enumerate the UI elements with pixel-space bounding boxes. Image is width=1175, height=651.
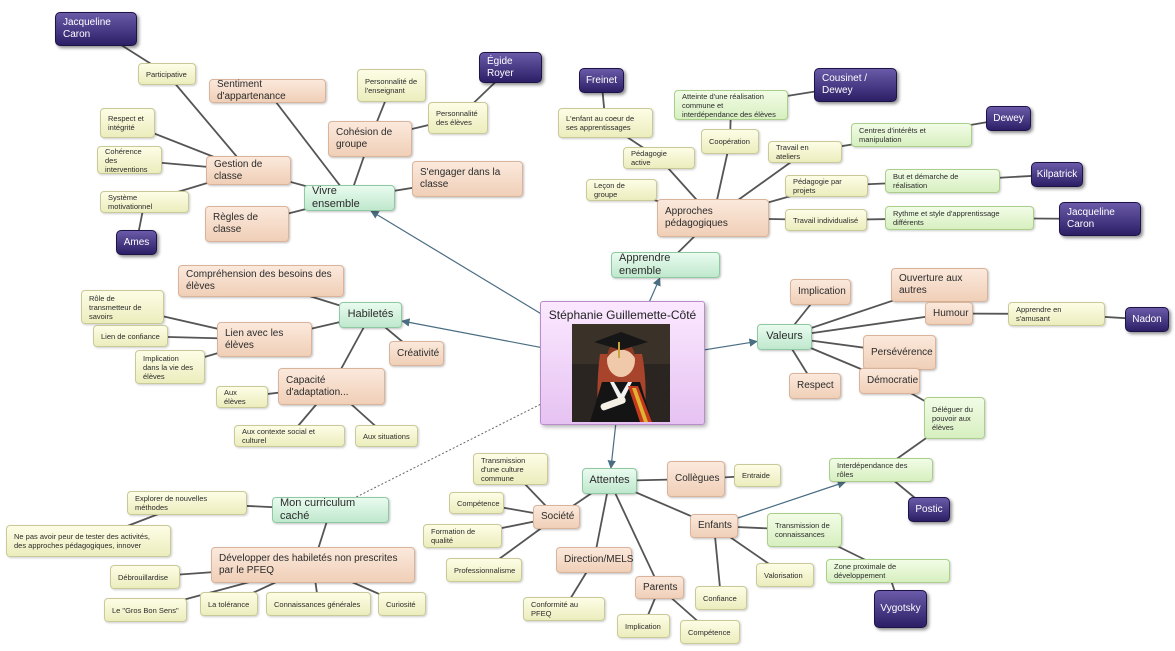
topic-enfants[interactable]: Enfants [690,514,738,538]
leaf-interdependance-roles[interactable]: Interdépendance des rôles [829,458,933,482]
leaf-competence-parents[interactable]: Compétence [680,620,740,644]
topic-engager-classe[interactable]: S'engager dans la classe [412,161,523,197]
topic-lien-eleves[interactable]: Lien avec les élèves [217,322,312,357]
author-nadon[interactable]: Nadon [1125,307,1169,332]
leaf-rythme-style[interactable]: Rythme et style d'apprentissage différen… [885,206,1034,230]
leaf-participative[interactable]: Participative [138,63,196,85]
leaf-travail-individualise[interactable]: Travail individualisé [785,209,867,231]
author-egide-royer[interactable]: Égide Royer [479,52,542,83]
leaf-curiosite[interactable]: Curiosité [378,592,426,616]
central-topic-title: Stéphanie Guillemette-Côté [548,308,697,322]
topic-respect[interactable]: Respect [789,373,841,399]
topic-cohesion-groupe[interactable]: Cohésion de groupe [328,121,412,157]
leaf-conformite-pfeq[interactable]: Conformité au PFEQ [523,597,605,621]
leaf-competence[interactable]: Compétence [449,492,504,514]
leaf-enfant-coeur-apprentissages[interactable]: L'enfant au coeur de ses apprentissages [558,108,653,138]
leaf-lecon-groupe[interactable]: Leçon de groupe [586,179,657,201]
leaf-role-transmetteur[interactable]: Rôle de transmetteur de savoirs [81,290,164,324]
leaf-aux-situations[interactable]: Aux situations [355,425,418,447]
topic-regles-classe[interactable]: Règles de classe [205,206,289,242]
leaf-respect-integrite[interactable]: Respect et intégrité [100,108,155,138]
leaf-centres-interets[interactable]: Centres d'intérêts et manipulation [851,123,972,147]
leaf-debrouillardise[interactable]: Débrouillardise [110,565,180,589]
topic-capacite-adaptation[interactable]: Capacité d'adaptation... [278,368,385,405]
topic-approches-pedagogiques[interactable]: Approches pédagogiques [657,199,769,237]
leaf-explorer-methodes[interactable]: Explorer de nouvelles méthodes [127,491,247,515]
topic-collegues[interactable]: Collègues [667,461,725,497]
topic-gestion-classe[interactable]: Gestion de classe [206,156,291,185]
leaf-cooperation[interactable]: Coopération [701,129,759,154]
leaf-zone-proximale[interactable]: Zone proximale de développement [826,559,950,583]
leaf-pedagogie-projets[interactable]: Pédagogie par projets [785,175,868,197]
topic-creativite[interactable]: Créativité [389,341,444,366]
leaf-personnalite-eleves[interactable]: Personnalité des élèves [428,102,488,134]
topic-perseverence[interactable]: Persévérence [863,335,936,370]
topic-comprehension-besoins[interactable]: Compréhension des besoins des élèves [178,265,344,297]
topic-parents[interactable]: Parents [635,576,684,599]
topic-developper-habiletes[interactable]: Développer des habiletés non prescrites … [211,547,415,583]
leaf-aux-contexte-social[interactable]: Aux contexte social et culturel [234,425,345,447]
leaf-apprendre-amusant[interactable]: Apprendre en s'amusant [1008,302,1105,326]
branch-curriculum-cache[interactable]: Mon curriculum caché [272,497,389,523]
central-topic[interactable]: Stéphanie Guillemette-Côté [540,301,705,425]
branch-habiletes[interactable]: Habiletés [339,302,402,328]
portrait-photo [572,324,670,422]
author-cousinet-dewey[interactable]: Cousinet / Dewey [814,68,897,102]
topic-direction-mels[interactable]: Direction/MELS [556,547,633,573]
branch-attentes[interactable]: Attentes [582,468,637,494]
branch-apprendre-ensemble[interactable]: Apprendre enemble [611,252,720,278]
leaf-ne-pas-avoir-peur[interactable]: Ne pas avoir peur de tester des activité… [6,525,171,557]
author-freinet[interactable]: Freinet [579,68,624,93]
leaf-implication-vie-eleves[interactable]: Implication dans la vie des élèves [135,350,205,384]
topic-implication[interactable]: Implication [790,279,851,305]
author-ames[interactable]: Ames [116,230,157,255]
author-vygotsky[interactable]: Vygotsky [874,590,927,628]
leaf-travail-ateliers[interactable]: Travail en ateliers [768,141,842,163]
topic-societe[interactable]: Société [533,505,580,529]
leaf-atteinte-realisation[interactable]: Atteinte d'une réalisation commune et in… [674,90,788,120]
leaf-formation-qualite[interactable]: Formation de qualité [423,524,502,548]
leaf-personnalite-enseignant[interactable]: Personnalité de l'enseignant [357,69,426,102]
leaf-lien-confiance[interactable]: Lien de confiance [93,325,168,347]
author-dewey[interactable]: Dewey [986,106,1031,131]
author-postic[interactable]: Postic [908,497,950,522]
leaf-aux-eleves[interactable]: Aux élèves [216,386,268,408]
leaf-but-demarche[interactable]: But et démarche de réalisation [885,169,1000,193]
author-jacqueline-caron-2[interactable]: Jacqueline Caron [1059,202,1141,236]
topic-democratie[interactable]: Démocratie [859,368,920,394]
leaf-valorisation[interactable]: Valorisation [756,563,814,587]
topic-sentiment-appartenance[interactable]: Sentiment d'appartenance [209,79,326,103]
leaf-systeme-motivationnel[interactable]: Système motivationnel [100,191,189,213]
leaf-tolerance[interactable]: La tolérance [200,592,258,616]
topic-ouverture-autres[interactable]: Ouverture aux autres [891,268,988,302]
leaf-entraide[interactable]: Entraide [734,464,781,487]
leaf-coherence-interventions[interactable]: Cohérence des interventions [97,146,162,174]
leaf-implication-parents[interactable]: Implication [617,614,670,638]
leaf-professionnalisme[interactable]: Professionnalisme [446,558,522,582]
branch-vivre-ensemble[interactable]: Vivre ensemble [304,185,395,211]
topic-humour[interactable]: Humour [925,302,973,325]
leaf-deleguer-pouvoir[interactable]: Déléguer du pouvoir aux élèves [924,397,985,439]
leaf-connaissances-generales[interactable]: Connaissances générales [266,592,371,616]
leaf-pedagogie-active[interactable]: Pédagogie active [623,147,695,169]
leaf-transmission-culture[interactable]: Transmission d'une culture commune [473,453,548,485]
author-jacqueline-caron[interactable]: Jacqueline Caron [55,12,137,46]
branch-valeurs[interactable]: Valeurs [757,324,812,350]
leaf-gros-bon-sens[interactable]: Le "Gros Bon Sens" [104,598,187,622]
leaf-transmission-connaissances[interactable]: Transmission de connaissances [767,513,842,547]
author-kilpatrick[interactable]: Kilpatrick [1031,162,1083,187]
leaf-confiance[interactable]: Confiance [695,586,747,610]
